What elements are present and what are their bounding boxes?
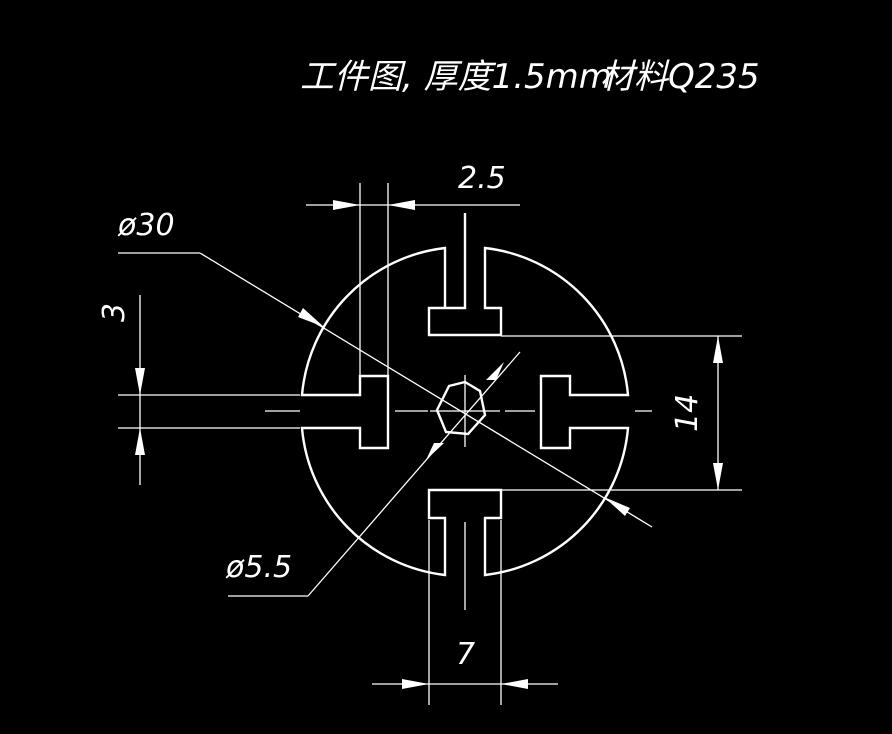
outer-diameter-dimension: ø30 <box>117 208 653 528</box>
center-marks <box>265 218 652 610</box>
slot-gap-dimension: 3 <box>97 295 300 485</box>
hole-diameter-label: ø5.5 <box>225 550 292 585</box>
workpiece-outline <box>300 213 630 577</box>
slot-gap-label: 3 <box>97 303 132 322</box>
outer-diameter-label: ø30 <box>117 208 175 243</box>
tab-width-label: 7 <box>456 637 475 672</box>
hole-diameter-dimension: ø5.5 <box>225 351 521 597</box>
material-spec: 材料Q235 <box>600 57 760 97</box>
tab-span-dimension: 14 <box>501 335 742 491</box>
slot-width-label: 2.5 <box>458 161 506 196</box>
drawing-title: 工件图, 厚度1.5mm <box>300 57 612 97</box>
center-hole <box>435 380 487 436</box>
tab-span-label: 14 <box>670 394 705 432</box>
slot-width-dimension: 2.5 <box>306 161 520 376</box>
tab-width-dimension: 7 <box>372 520 558 705</box>
